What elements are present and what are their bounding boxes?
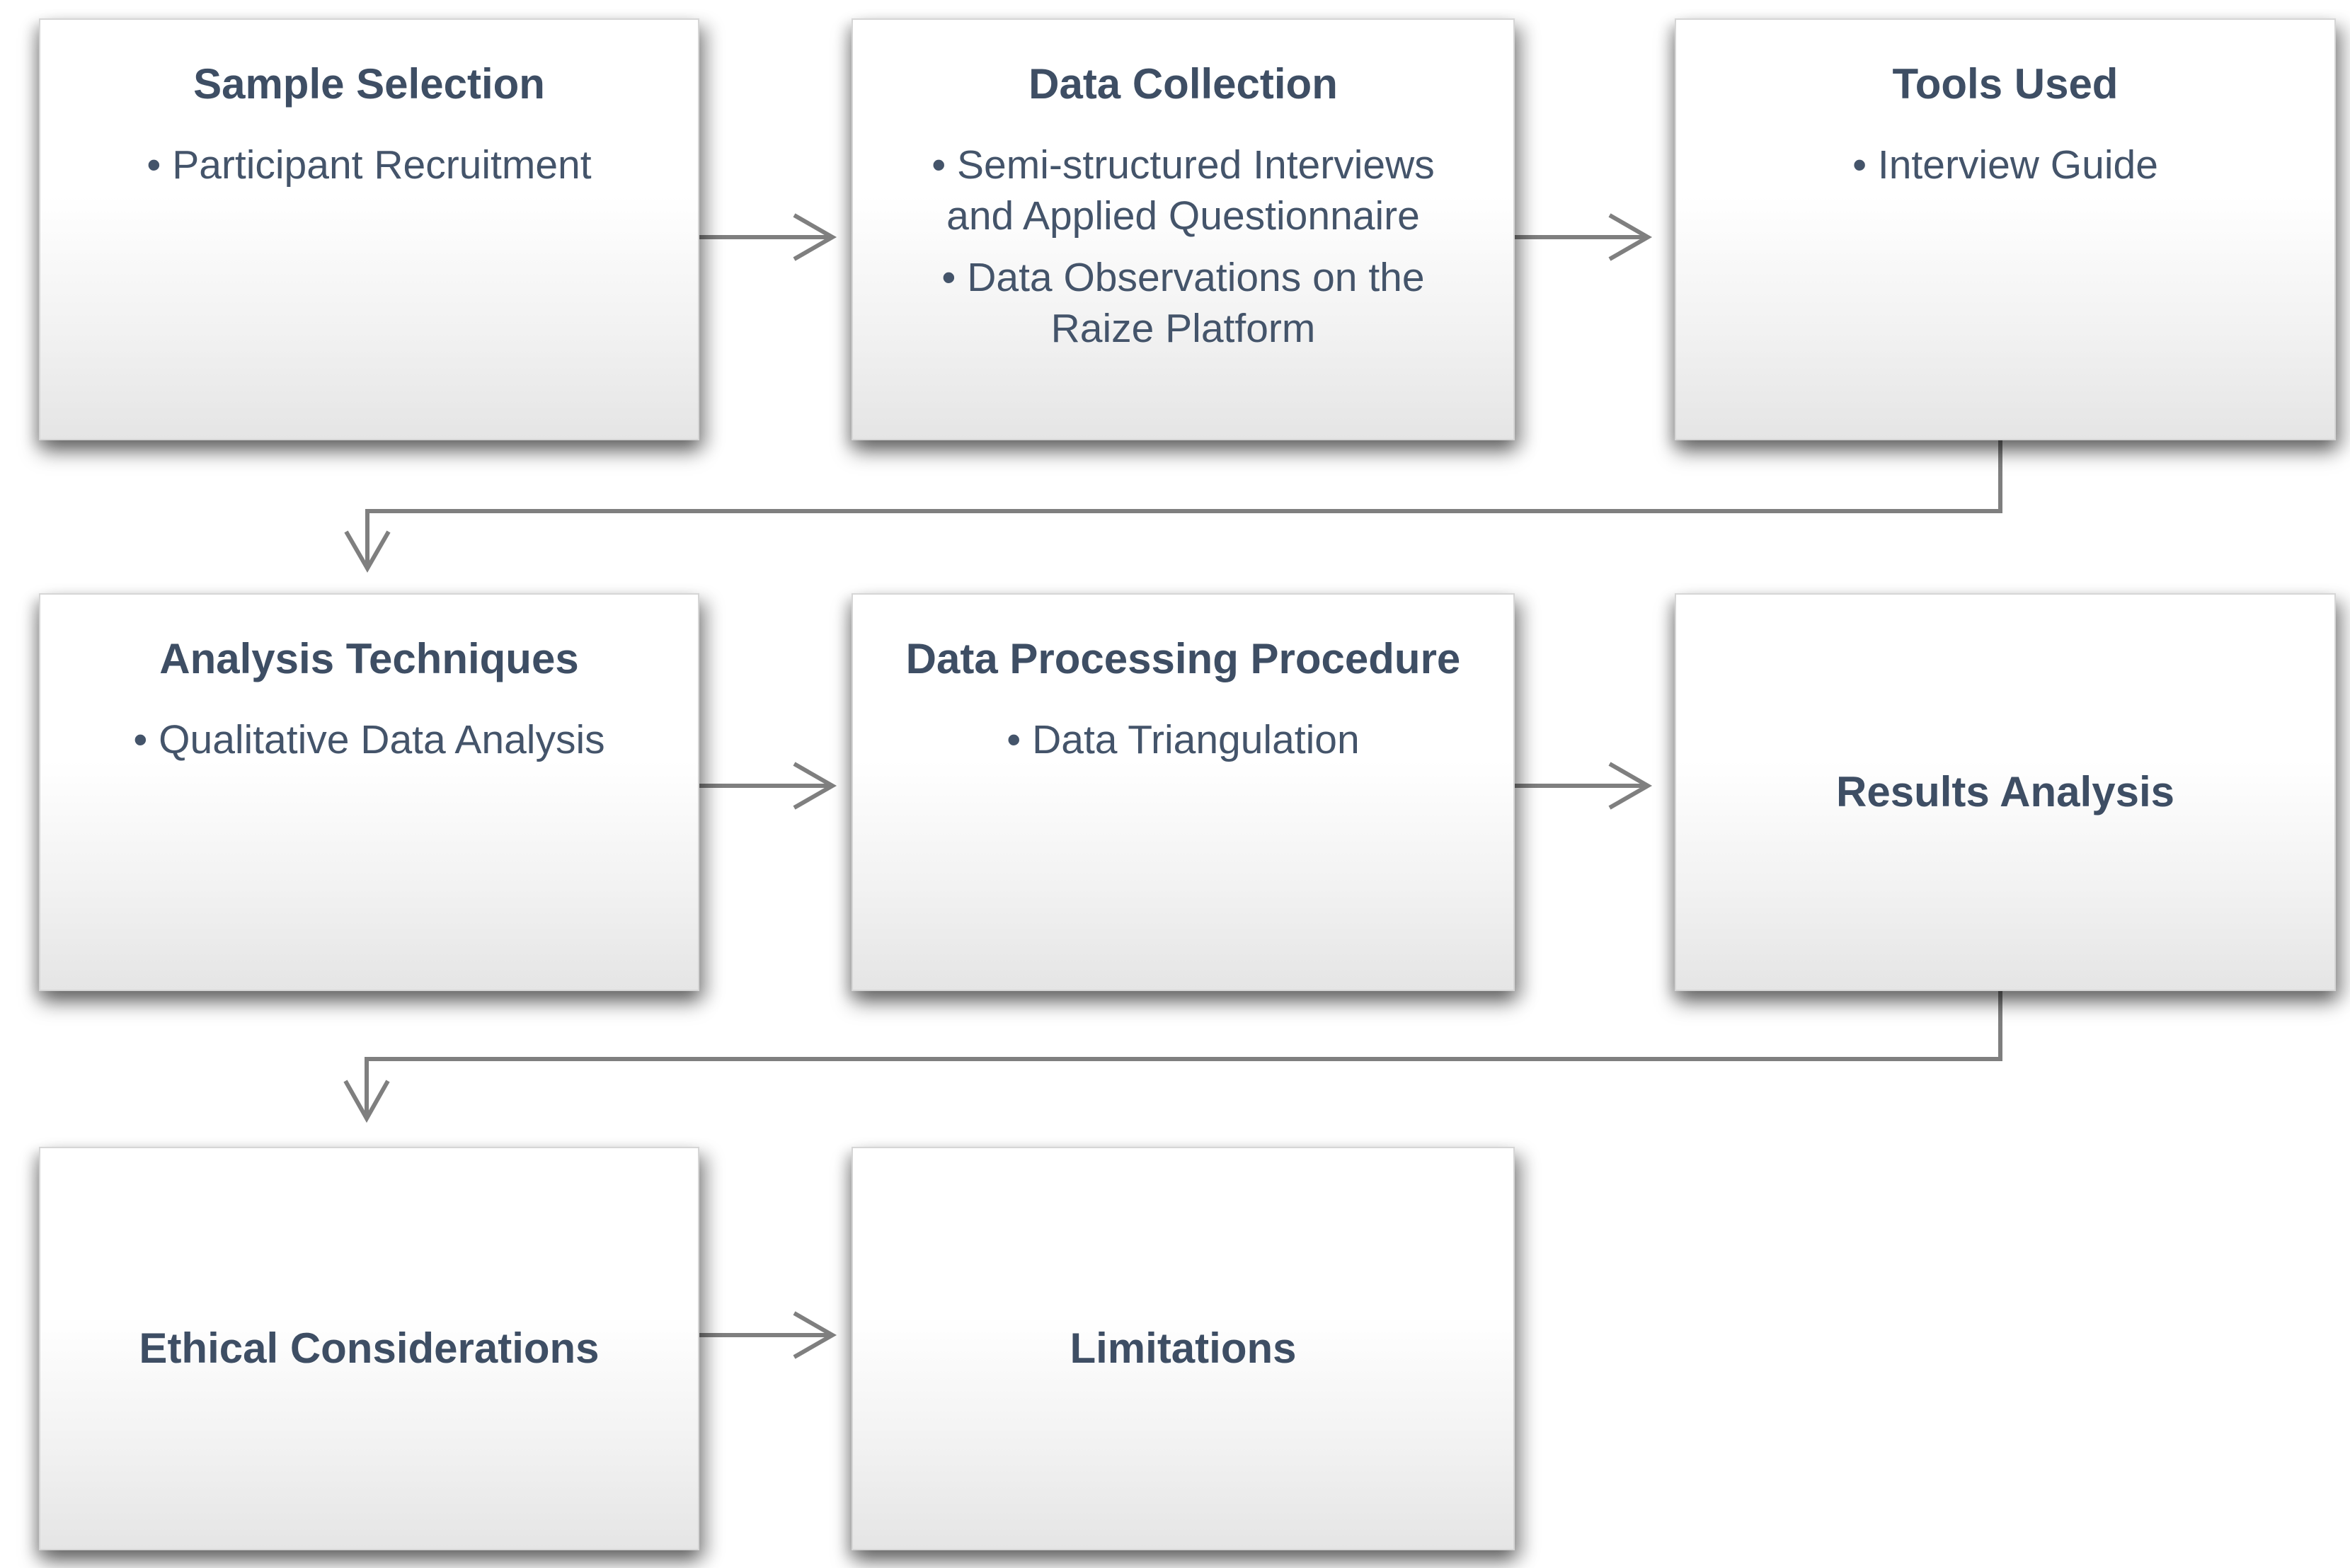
box-title: Tools Used	[1892, 60, 2119, 108]
arrow-right-icon	[1608, 213, 1653, 261]
flow-box-data-collection: Data Collection Semi-structured Intervie…	[852, 18, 1515, 440]
bullet-list: Participant Recruitment	[83, 139, 656, 190]
box-title: Analysis Techniques	[159, 635, 579, 682]
bullet-list: Qualitative Data Analysis	[83, 714, 656, 765]
elbow-connector-tools-to-analysis	[344, 439, 2002, 573]
bullet-list: Data Triangulation	[897, 714, 1470, 765]
box-title: Data Processing Procedure	[905, 635, 1461, 682]
box-title: Results Analysis	[1836, 768, 2174, 816]
bullet-list: Interview Guide	[1719, 139, 2292, 190]
arrow-down-icon	[343, 1080, 390, 1123]
bullet-item: Interview Guide	[1719, 139, 2292, 190]
bullet-list: Semi-structured Interviews and Applied Q…	[897, 139, 1470, 355]
box-title: Data Collection	[1028, 60, 1338, 108]
arrow-right-icon	[793, 213, 837, 261]
bullet-item: Semi-structured Interviews and Applied Q…	[897, 139, 1470, 242]
elbow-connector-results-to-ethical	[343, 990, 2002, 1123]
arrow-sample-to-datacollection	[699, 213, 837, 261]
arrow-down-icon	[344, 530, 391, 573]
flow-box-data-processing-procedure: Data Processing Procedure Data Triangula…	[852, 593, 1515, 991]
flow-box-analysis-techniques: Analysis Techniques Qualitative Data Ana…	[39, 593, 699, 991]
arrow-processing-to-results	[1515, 762, 1653, 810]
flow-box-limitations: Limitations	[852, 1147, 1515, 1550]
arrow-right-icon	[793, 1311, 837, 1359]
bullet-item: Participant Recruitment	[83, 139, 656, 190]
bullet-item: Data Observations on the Raize Platform	[897, 252, 1470, 355]
flow-box-ethical-considerations: Ethical Considerations	[39, 1147, 699, 1550]
arrow-datacollection-to-tools	[1515, 213, 1653, 261]
box-title: Limitations	[1070, 1324, 1297, 1372]
arrow-analysis-to-processing	[699, 762, 837, 810]
flow-box-tools-used: Tools Used Interview Guide	[1675, 18, 2336, 440]
box-title: Sample Selection	[193, 60, 545, 108]
box-title: Ethical Considerations	[139, 1324, 600, 1372]
bullet-item: Qualitative Data Analysis	[83, 714, 656, 765]
arrow-right-icon	[1608, 762, 1653, 810]
bullet-item: Data Triangulation	[897, 714, 1470, 765]
arrow-ethical-to-limitations	[699, 1311, 837, 1359]
flow-box-results-analysis: Results Analysis	[1675, 593, 2336, 991]
arrow-right-icon	[793, 762, 837, 810]
flow-box-sample-selection: Sample Selection Participant Recruitment	[39, 18, 699, 440]
